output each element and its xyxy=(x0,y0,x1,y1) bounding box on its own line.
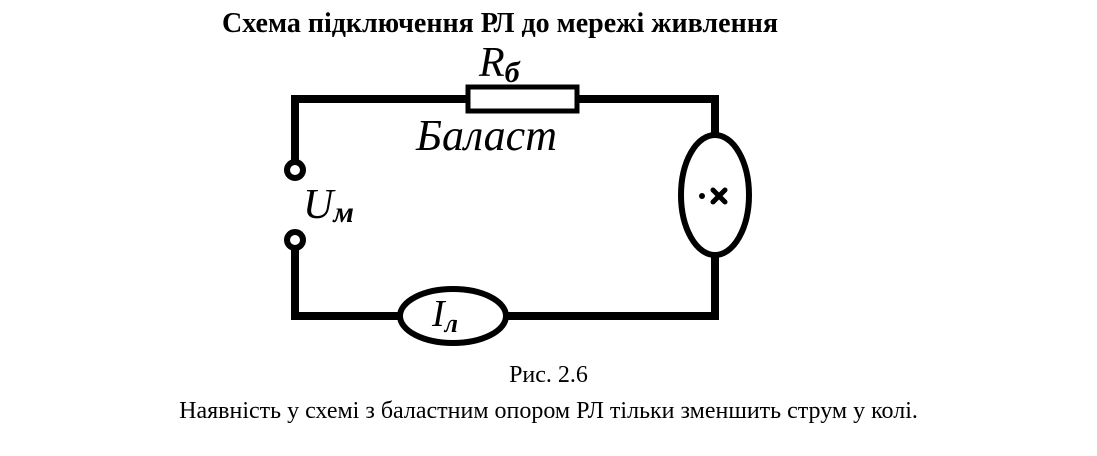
current-meter xyxy=(397,286,509,346)
lamp-cross-icon xyxy=(710,187,728,205)
current-label: Iл xyxy=(431,293,458,338)
resistor-label: Rб xyxy=(478,40,521,89)
ballast-resistor xyxy=(465,84,580,114)
figure-note: Наявність у схемі з баластним опором РЛ … xyxy=(179,398,918,424)
voltage-label: Uм xyxy=(303,182,354,229)
diagram-title: Схема підключення РЛ до мережі живлення xyxy=(222,8,778,39)
figure-caption: Рис. 2.6 xyxy=(509,362,588,388)
terminal-upper xyxy=(284,159,306,181)
terminal-lower xyxy=(284,229,306,251)
ballast-label: Баласт xyxy=(415,111,557,160)
lamp-dot xyxy=(699,193,705,199)
